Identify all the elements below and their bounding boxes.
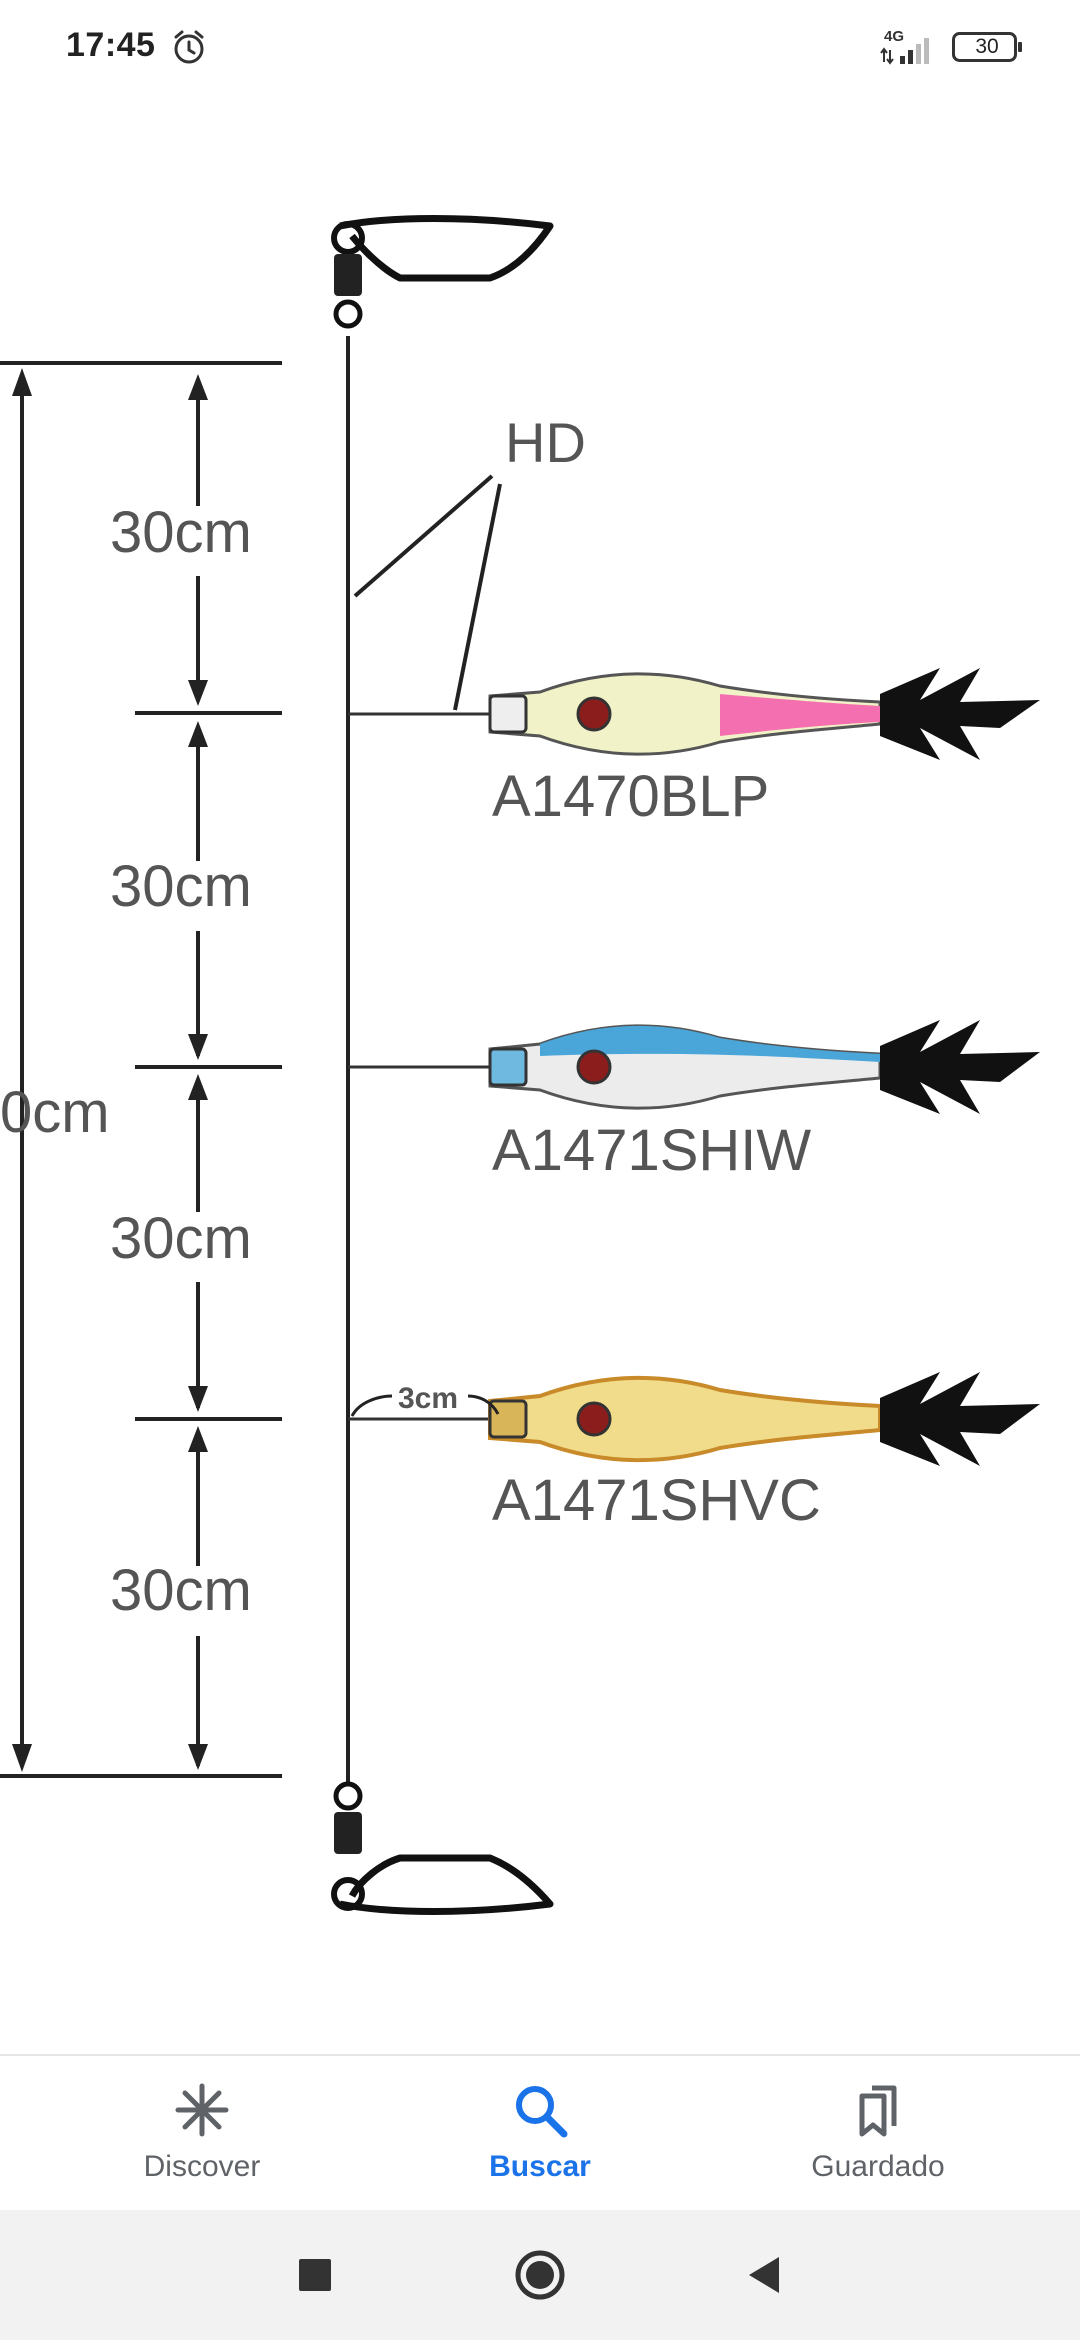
total-length-arrow <box>12 368 32 1772</box>
top-snap-swivel <box>331 215 554 329</box>
measurement-lines <box>0 361 282 1778</box>
bottom-navigation: Discover Buscar Guardado <box>0 2054 1080 2212</box>
lure-3 <box>348 1372 1040 1466</box>
bookmarks-icon <box>859 2085 897 2137</box>
lure-code-1: A1470BLP <box>492 764 769 829</box>
rig-diagram-image[interactable]: 0cm 30cm 30cm 30cm 30cm HD A1470BLP A147… <box>0 96 1080 2046</box>
signal-strength-icon <box>880 38 929 65</box>
battery-icon <box>952 32 1022 62</box>
recent-apps-icon[interactable] <box>285 2245 345 2305</box>
network-type: 4G <box>884 28 905 45</box>
system-navigation-bar <box>0 2210 1080 2340</box>
branch-length-bracket <box>350 1394 500 1417</box>
segment-label-2: 30cm <box>110 854 252 919</box>
status-bar: 17:45 4G 30 <box>0 0 1080 96</box>
lure-2 <box>348 1020 1040 1114</box>
segment-label-3: 30cm <box>110 1206 252 1271</box>
branch-length-label: 3cm <box>398 1382 458 1415</box>
battery-level: 30 <box>975 35 999 58</box>
hd-label: HD <box>505 411 586 474</box>
segment-label-1: 30cm <box>110 500 252 565</box>
total-length-label: 0cm <box>0 1080 110 1145</box>
home-icon[interactable] <box>510 2245 570 2305</box>
nav-guardado[interactable]: Guardado <box>748 2080 1008 2200</box>
nav-discover-label: Discover <box>143 2150 261 2183</box>
segment-label-4: 30cm <box>110 1558 252 1623</box>
lure-1 <box>348 668 1040 760</box>
nav-discover[interactable]: Discover <box>72 2080 332 2200</box>
back-icon[interactable] <box>735 2245 795 2305</box>
lure-code-2: A1471SHIW <box>492 1118 811 1183</box>
lure-code-3: A1471SHVC <box>492 1468 821 1533</box>
search-icon <box>516 2086 568 2138</box>
hd-pointer-lines <box>353 474 502 711</box>
nav-buscar[interactable]: Buscar <box>410 2080 670 2200</box>
bottom-snap-swivel <box>331 1781 554 1915</box>
asterisk-icon <box>175 2083 229 2137</box>
nav-guardado-label: Guardado <box>811 2150 945 2183</box>
segment-arrows <box>188 374 208 1770</box>
nav-buscar-label: Buscar <box>489 2150 591 2183</box>
status-time: 17:45 <box>66 26 156 64</box>
alarm-clock-icon <box>174 30 204 64</box>
